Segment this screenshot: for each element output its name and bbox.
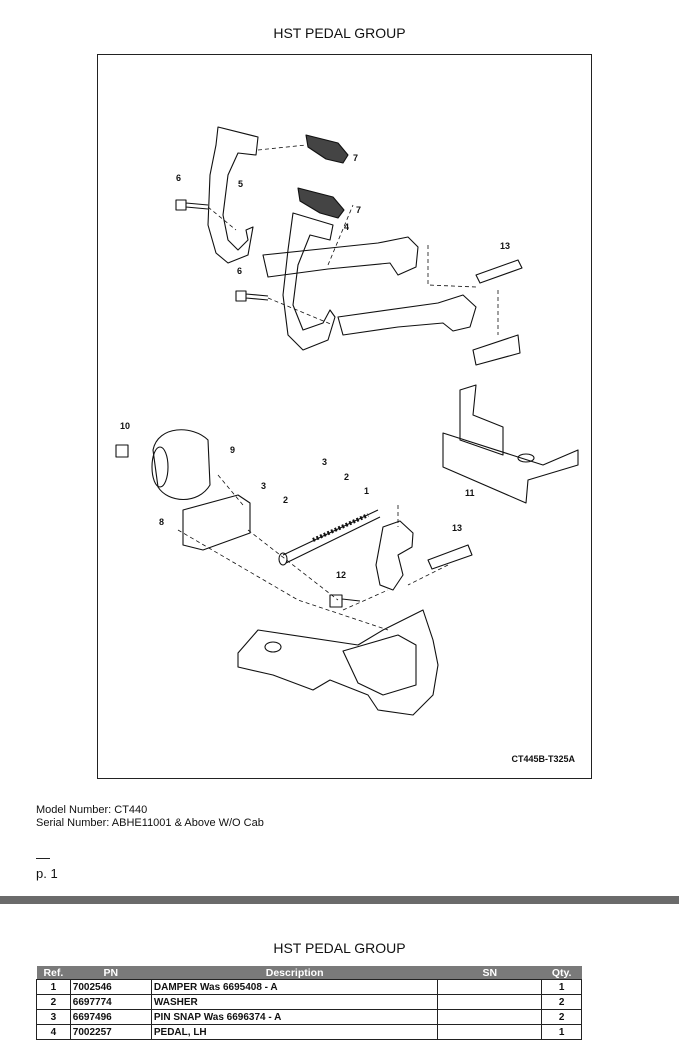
callout-3a: 3 <box>322 457 327 467</box>
page-number: p. 1 <box>36 866 58 881</box>
callout-12: 12 <box>336 570 346 580</box>
table-row: 1 7002546 DAMPER Was 6695408 - A 1 <box>36 979 582 995</box>
callout-3b: 3 <box>261 481 266 491</box>
table-row: 4 7002257 PEDAL, LH 1 <box>36 1024 582 1040</box>
callout-1: 1 <box>364 486 369 496</box>
header-qty: Qty. <box>541 966 582 980</box>
cell-description: DAMPER Was 6695408 - A <box>150 979 439 995</box>
callout-4: 4 <box>344 222 349 232</box>
cell-pn: 7002257 <box>69 1024 152 1040</box>
cell-pn: 7002546 <box>69 979 152 995</box>
callout-13a: 13 <box>500 241 510 251</box>
page-title-2: HST PEDAL GROUP <box>273 940 406 956</box>
callout-2a: 2 <box>344 472 349 482</box>
cell-pn: 6697774 <box>69 994 152 1010</box>
figure-code: CT445B-T325A <box>511 754 575 764</box>
cell-sn <box>437 1009 543 1025</box>
callout-6a: 6 <box>176 173 181 183</box>
exploded-view-drawing: 7 5 6 7 4 6 13 10 9 3 2 3 2 1 8 11 13 12 <box>115 126 579 716</box>
header-ref: Ref. <box>36 966 71 980</box>
cell-qty: 1 <box>541 1024 582 1040</box>
page-separator <box>0 896 679 904</box>
serial-number: Serial Number: ABHE11001 & Above W/O Cab <box>36 817 264 829</box>
header-description: Description <box>151 966 438 980</box>
cell-sn <box>437 994 543 1010</box>
cell-sn <box>437 1024 543 1040</box>
callout-7a: 7 <box>353 153 358 163</box>
cell-description: PEDAL, LH <box>150 1024 439 1040</box>
callout-10: 10 <box>120 421 130 431</box>
cell-description: PIN SNAP Was 6696374 - A <box>150 1009 439 1025</box>
parts-diagram: 7 5 6 7 4 6 13 10 9 3 2 3 2 1 8 11 13 12… <box>97 54 592 779</box>
cell-ref: 4 <box>36 1024 71 1040</box>
cell-qty: 2 <box>541 994 582 1010</box>
table-header-row: Ref. PN Description SN Qty. <box>36 966 582 980</box>
table-row: 2 6697774 WASHER 2 <box>36 994 582 1010</box>
header-sn: SN <box>437 966 542 980</box>
callout-11: 11 <box>465 488 475 498</box>
cell-qty: 2 <box>541 1009 582 1025</box>
model-number: Model Number: CT440 <box>36 804 148 816</box>
callout-5: 5 <box>238 179 243 189</box>
header-pn: PN <box>70 966 152 980</box>
callout-6b: 6 <box>237 266 242 276</box>
cell-ref: 1 <box>36 979 71 995</box>
cell-sn <box>437 979 543 995</box>
callout-8: 8 <box>159 517 164 527</box>
table-row: 3 6697496 PIN SNAP Was 6696374 - A 2 <box>36 1009 582 1025</box>
cell-description: WASHER <box>150 994 439 1010</box>
cell-ref: 2 <box>36 994 71 1010</box>
callout-13b: 13 <box>452 523 462 533</box>
page-title: HST PEDAL GROUP <box>273 25 406 41</box>
callout-2b: 2 <box>283 495 288 505</box>
cell-pn: 6697496 <box>69 1009 152 1025</box>
cell-ref: 3 <box>36 1009 71 1025</box>
callout-7b: 7 <box>356 205 361 215</box>
callout-9: 9 <box>230 445 235 455</box>
model-info: Model Number: CT440 Serial Number: ABHE1… <box>36 804 264 830</box>
cell-qty: 1 <box>541 979 582 995</box>
page-number-rule <box>36 858 50 859</box>
parts-table: Ref. PN Description SN Qty. 1 7002546 DA… <box>36 966 582 1040</box>
